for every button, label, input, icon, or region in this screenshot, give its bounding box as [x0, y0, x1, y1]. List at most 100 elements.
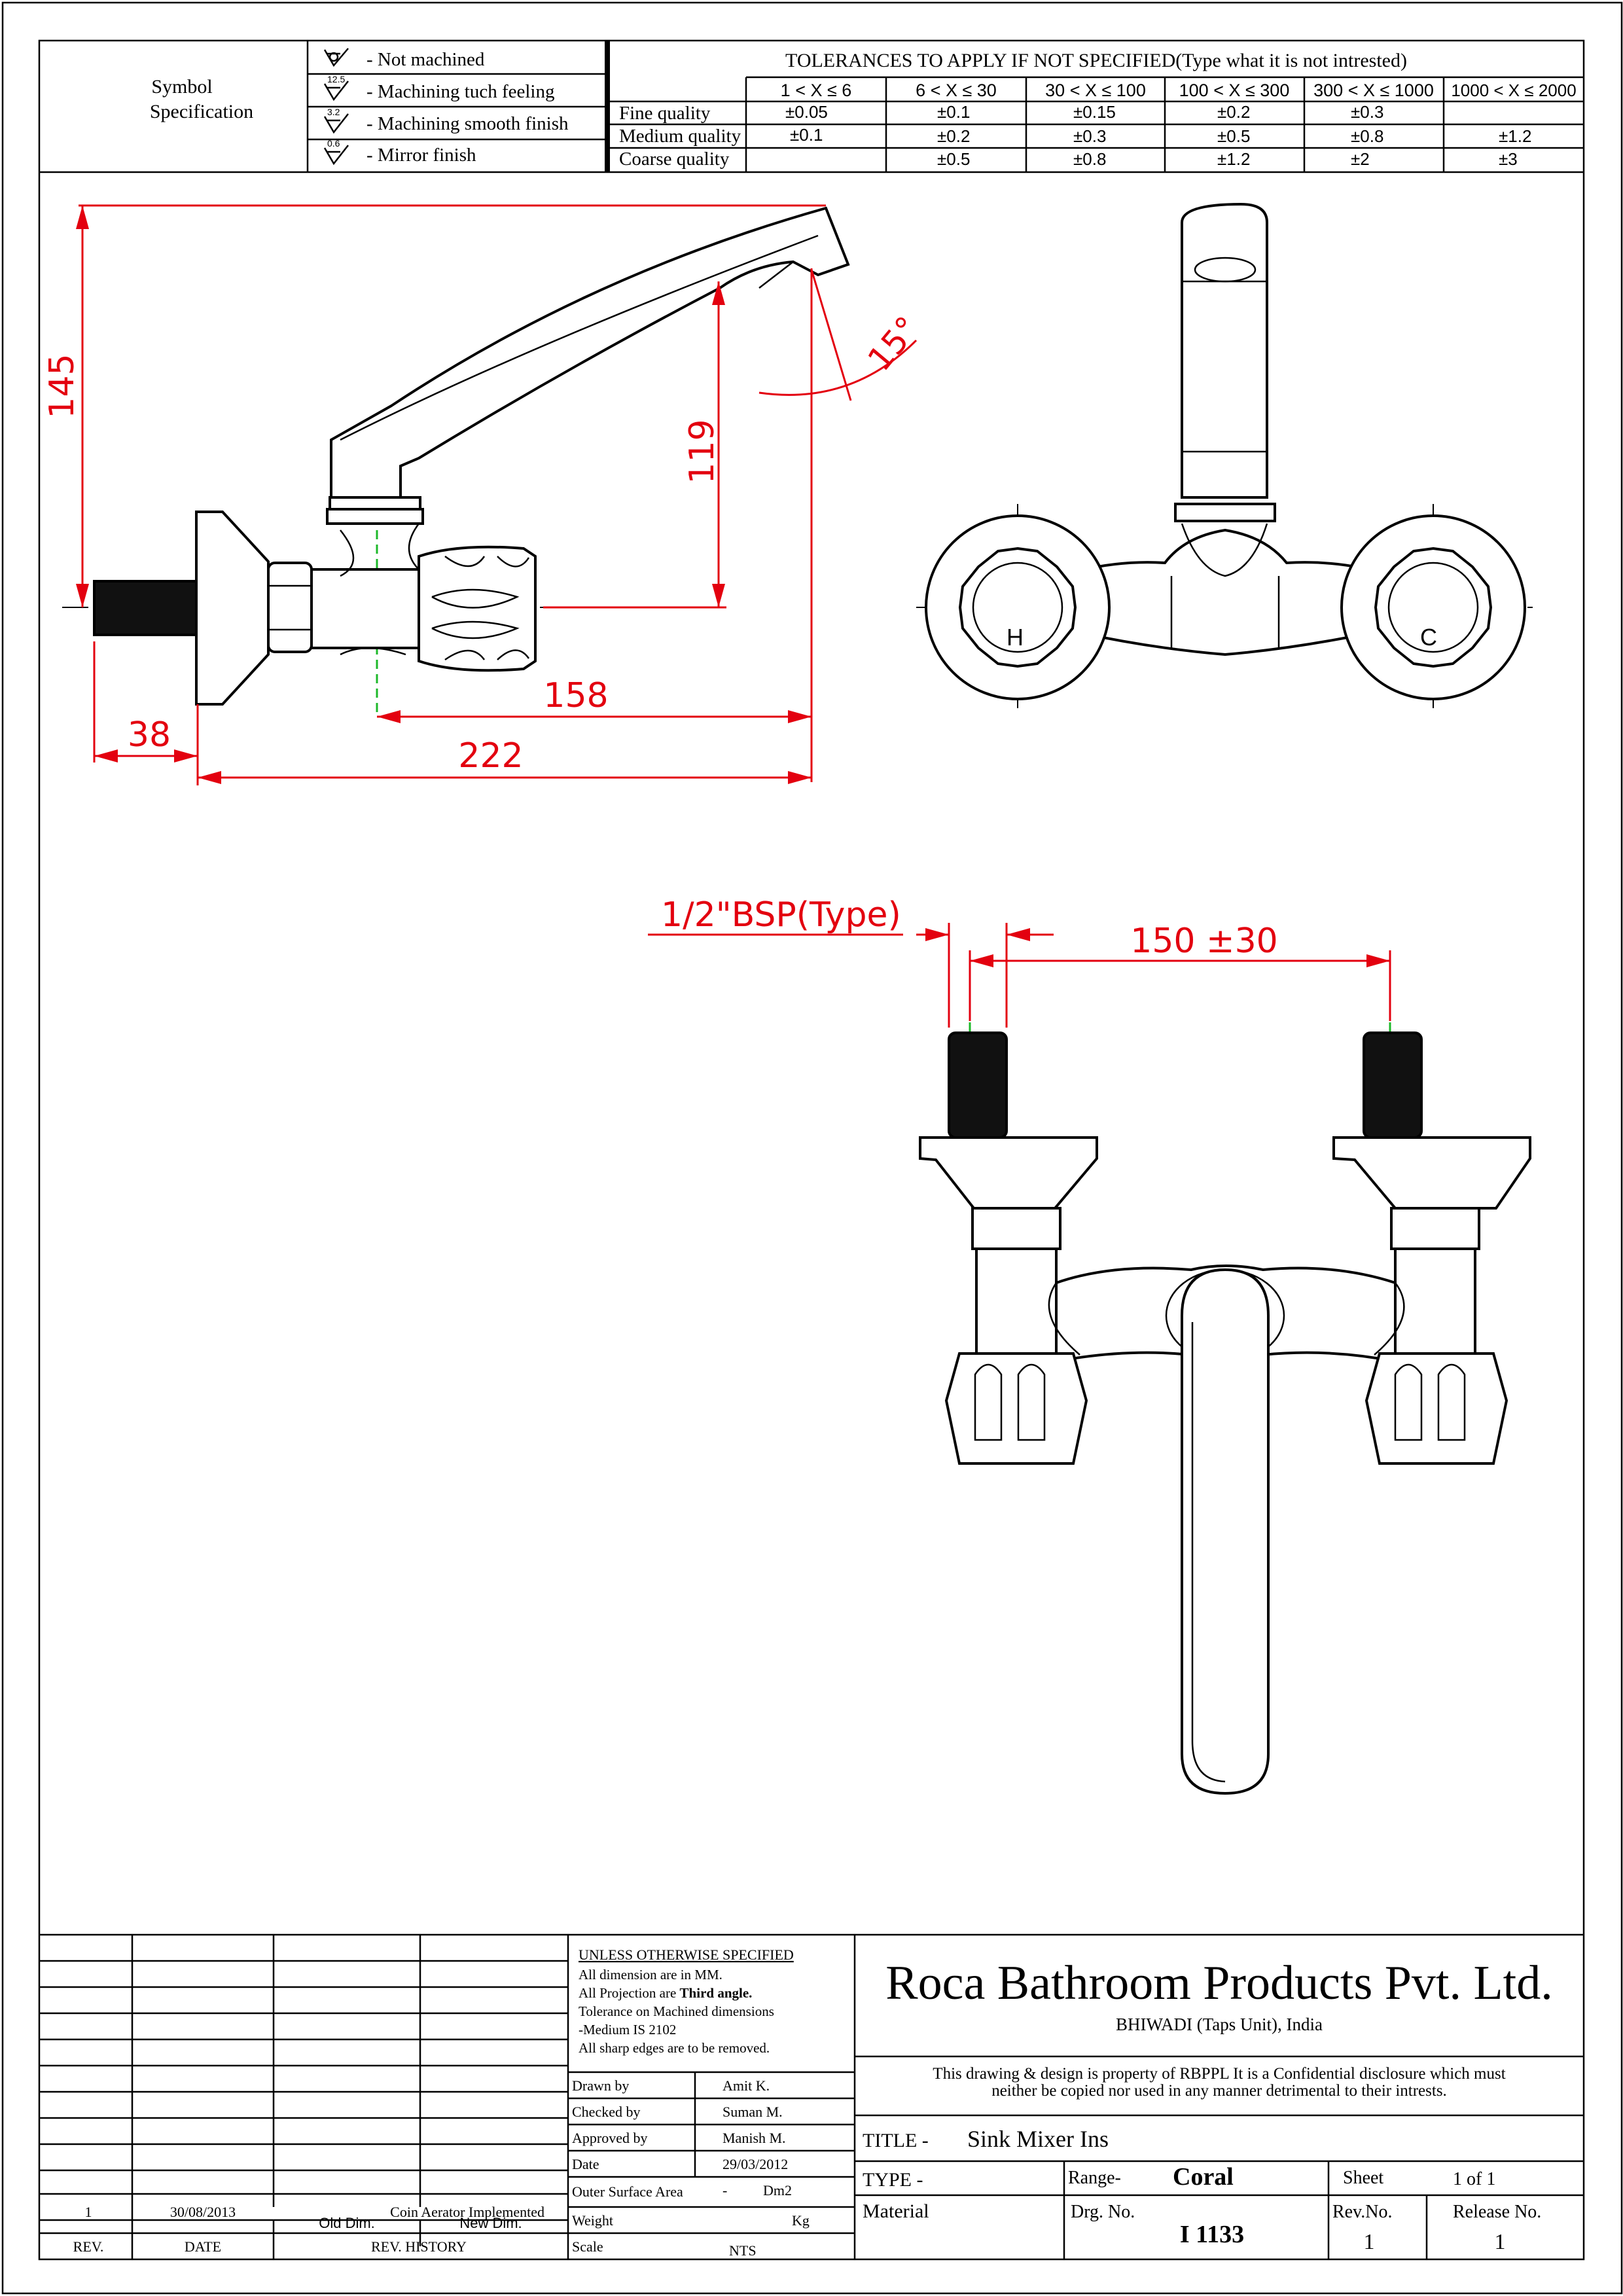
new-dim-label: New Dim.	[459, 2215, 522, 2231]
side-view-dimensions: 145 119 15° 158 38 222	[43, 204, 927, 785]
approved-by-value: Manish M.	[722, 2130, 786, 2146]
tolerance-cell: ±0.1	[937, 102, 970, 122]
dim-angle: 15°	[861, 310, 927, 378]
old-dim-label: Old Dim.	[319, 2215, 375, 2231]
tolerance-cell: ±0.1	[790, 125, 823, 145]
rev-1-date: 30/08/2013	[170, 2204, 236, 2220]
quality-label: Fine quality	[619, 103, 711, 124]
range-label: Range-	[1068, 2168, 1121, 2188]
tolerance-title: TOLERANCES TO APPLY IF NOT SPECIFIED(Typ…	[785, 50, 1407, 71]
weight-label: Weight	[572, 2212, 613, 2229]
tolerance-cell: ±0.5	[937, 149, 970, 169]
quality-label: Medium quality	[619, 126, 741, 147]
disclaimer-line-2: neither be copied nor used in any manner…	[991, 2082, 1447, 2100]
dim-222: 222	[458, 736, 523, 776]
drawn-by-value: Amit K.	[722, 2077, 770, 2094]
title-label: TITLE -	[863, 2130, 929, 2151]
release-label: Release No.	[1453, 2202, 1541, 2222]
area-unit: Dm2	[763, 2182, 792, 2198]
company-name: Roca Bathroom Products Pvt. Ltd.	[885, 1956, 1553, 2010]
notes-title: UNLESS OTHERWISE SPECIFIED	[579, 1946, 794, 1963]
scale-label: Scale	[572, 2238, 603, 2255]
symbol-label-not-machined: - Not machined	[366, 49, 485, 70]
symbol-label-mirror: - Mirror finish	[366, 145, 476, 166]
svg-text:12.5: 12.5	[327, 74, 345, 84]
tolerance-cell: ±0.15	[1073, 102, 1116, 122]
rev-1-number: 1	[85, 2204, 92, 2220]
checked-by-label: Checked by	[572, 2104, 640, 2120]
sheet-label: Sheet	[1343, 2168, 1383, 2188]
area-value: -	[722, 2182, 727, 2198]
date-label: Date	[572, 2156, 599, 2172]
machining-feel-symbol-icon: 12.5	[323, 74, 349, 101]
top-view-dimensions: 1/2"BSP(Type) 150 ±30	[648, 895, 1391, 1028]
date-column-label: DATE	[185, 2238, 221, 2255]
tolerance-cell: ±2	[1351, 149, 1370, 169]
dim-145: 145	[43, 353, 82, 418]
rev-no-value: 1	[1364, 2230, 1375, 2254]
note-line: -Medium IS 2102	[579, 2022, 676, 2037]
smooth-finish-symbol-icon: 3.2	[323, 107, 349, 134]
history-column-label: REV. HISTORY	[371, 2238, 467, 2255]
symbol-heading-1: Symbol	[151, 76, 212, 98]
front-view: H C	[916, 202, 1535, 713]
rev-no-label: Rev.No.	[1332, 2202, 1393, 2222]
note-line: All sharp edges are to be removed.	[579, 2040, 770, 2056]
drg-no-value: I 1133	[1180, 2221, 1244, 2248]
tolerance-cell: ±0.8	[1351, 126, 1383, 146]
svg-text:0.6: 0.6	[327, 138, 340, 149]
range-header: 300 < X ≤ 1000	[1313, 81, 1434, 100]
not-machined-symbol-icon	[323, 48, 349, 67]
drg-no-label: Drg. No.	[1071, 2202, 1135, 2222]
top-view	[919, 1008, 1531, 1795]
note-line: All dimension are in MM.	[579, 1967, 722, 1982]
range-header: 100 < X ≤ 300	[1179, 81, 1290, 100]
material-label: Material	[863, 2200, 929, 2222]
symbol-label-smooth: - Machining smooth finish	[366, 113, 569, 134]
range-value: Coral	[1173, 2163, 1234, 2191]
tolerance-cell: ±3	[1499, 149, 1518, 169]
sheet-value: 1 of 1	[1453, 2169, 1495, 2189]
scale-value: NTS	[729, 2242, 757, 2259]
disclaimer-line-1: This drawing & design is property of RBP…	[933, 2065, 1505, 2083]
type-label: TYPE -	[863, 2169, 923, 2191]
svg-text:3.2: 3.2	[327, 107, 340, 117]
dim-158: 158	[543, 676, 608, 715]
checked-by-value: Suman M.	[722, 2104, 783, 2120]
symbol-heading-2: Specification	[150, 101, 253, 122]
tolerance-cell: ±0.05	[785, 102, 828, 122]
dim-thread: 1/2"BSP(Type)	[661, 895, 901, 935]
mirror-finish-symbol-icon: 0.6	[323, 138, 349, 166]
drawing-frame	[38, 39, 1585, 2261]
side-view	[62, 206, 850, 713]
symbol-specification-block: Symbol Specification 12.5 3.2 0.6 - Not …	[39, 41, 1584, 173]
title-block: 1 30/08/2013 Coin Aerator Implemented Ol…	[39, 1933, 1584, 2259]
note-line: Tolerance on Machined dimensions	[579, 2003, 774, 2019]
drawing-title: Sink Mixer Ins	[967, 2126, 1109, 2152]
release-no-value: 1	[1495, 2230, 1506, 2254]
tolerance-table: TOLERANCES TO APPLY IF NOT SPECIFIED(Typ…	[605, 41, 1584, 172]
dim-centres: 150 ±30	[1130, 922, 1278, 961]
company-location: BHIWADI (Taps Unit), India	[1116, 2015, 1323, 2034]
tolerance-cell: ±1.2	[1499, 126, 1531, 146]
tolerance-cell: ±0.8	[1073, 149, 1106, 169]
tolerance-cell: ±0.2	[1217, 102, 1250, 122]
weight-unit: Kg	[792, 2212, 810, 2229]
cold-mark: C	[1420, 624, 1437, 651]
rev-column-label: REV.	[73, 2238, 104, 2255]
hot-mark: H	[1007, 624, 1024, 651]
note-projection: All Projection are Third angle.	[579, 1985, 752, 2001]
area-label: Outer Surface Area	[572, 2183, 683, 2200]
quality-label: Coarse quality	[619, 149, 730, 170]
tolerance-cell: ±0.2	[937, 126, 970, 146]
tolerance-cell: ±0.3	[1073, 126, 1106, 146]
tolerance-cell: ±0.3	[1351, 102, 1383, 122]
range-header: 1000 < X ≤ 2000	[1451, 81, 1576, 100]
dim-38: 38	[128, 715, 171, 755]
symbol-label-feel: - Machining tuch feeling	[366, 81, 555, 102]
range-header: 30 < X ≤ 100	[1045, 81, 1146, 100]
date-value: 29/03/2012	[722, 2156, 788, 2172]
range-header: 6 < X ≤ 30	[916, 81, 997, 100]
